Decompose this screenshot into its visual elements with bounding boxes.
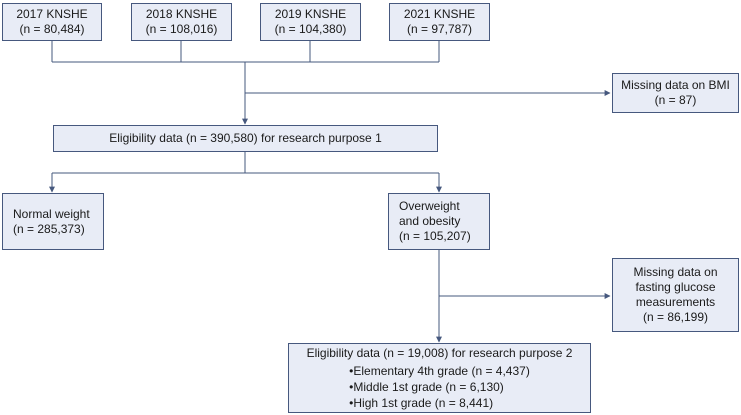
source-box-2021: 2021 KNSHE (n = 97,787) <box>389 3 490 41</box>
eligibility2-box: Eligibility data (n = 19,008) for resear… <box>288 343 591 413</box>
overweight-label-line1: Overweight <box>399 199 460 213</box>
missing-bmi-count: (n = 87) <box>654 93 697 107</box>
overweight-box: Overweight and obesity (n = 105,207) <box>388 193 490 250</box>
normal-weight-box: Normal weight (n = 285,373) <box>2 193 104 250</box>
source-box-2019: 2019 KNSHE (n = 104,380) <box>260 3 361 41</box>
grade-item-elementary: Elementary 4th grade (n = 4,437) <box>349 363 529 379</box>
missing-glucose-line2: fasting glucose <box>635 280 716 294</box>
eligibility1-label: Eligibility data (n = 390,580) for resea… <box>109 131 382 145</box>
normal-weight-count: (n = 285,373) <box>13 221 85 236</box>
grade-item-middle: Middle 1st grade (n = 6,130) <box>349 379 530 395</box>
eligibility1-box: Eligibility data (n = 390,580) for resea… <box>53 125 438 152</box>
missing-bmi-box: Missing data on BMI (n = 87) <box>612 73 739 113</box>
overweight-count: (n = 105,207) <box>399 229 471 243</box>
eligibility2-label: Eligibility data (n = 19,008) for resear… <box>306 345 573 360</box>
missing-glucose-line3: measurements <box>635 295 716 309</box>
grade-item-high: High 1st grade (n = 8,441) <box>349 395 530 411</box>
source-label: 2018 KNSHE <box>145 7 218 21</box>
overweight-label-line2: and obesity <box>399 214 461 228</box>
source-count: (n = 108,016) <box>145 22 218 36</box>
missing-glucose-line1: Missing data on <box>633 265 718 279</box>
source-label: 2021 KNSHE <box>403 7 476 21</box>
missing-glucose-count: (n = 86,199) <box>642 310 709 324</box>
source-label: 2019 KNSHE <box>274 7 347 21</box>
source-count: (n = 97,787) <box>406 22 473 36</box>
missing-bmi-label: Missing data on BMI <box>621 78 730 92</box>
source-label: 2017 KNSHE <box>16 7 88 21</box>
missing-glucose-box: Missing data on fasting glucose measurem… <box>612 258 739 332</box>
normal-weight-label: Normal weight <box>13 206 90 221</box>
source-box-2017: 2017 KNSHE (n = 80,484) <box>2 3 102 41</box>
grade-list: Elementary 4th grade (n = 4,437) Middle … <box>349 363 530 411</box>
source-count: (n = 104,380) <box>274 22 347 36</box>
source-box-2018: 2018 KNSHE (n = 108,016) <box>131 3 232 41</box>
source-count: (n = 80,484) <box>19 22 85 36</box>
